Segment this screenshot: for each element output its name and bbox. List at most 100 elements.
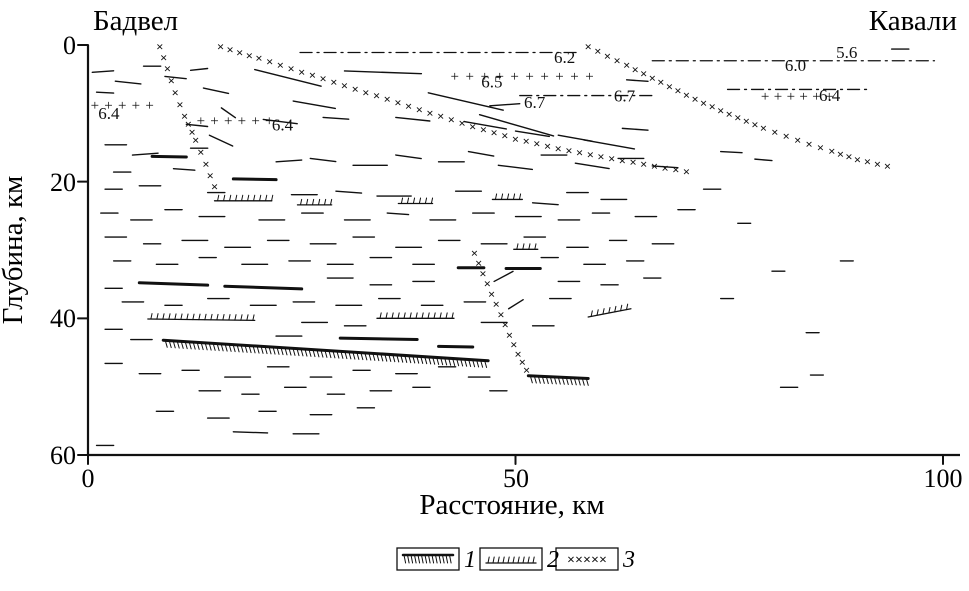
tick-mark bbox=[500, 193, 504, 200]
fault-cross: × bbox=[394, 95, 401, 110]
tick-mark bbox=[204, 313, 207, 321]
tick-mark bbox=[534, 243, 537, 250]
hatch-tick bbox=[188, 341, 192, 350]
reflector-segment bbox=[720, 150, 743, 154]
tick-mark bbox=[217, 194, 220, 202]
hatch-tick bbox=[484, 359, 488, 368]
plus-symbol: + bbox=[132, 98, 140, 114]
fault-cross: × bbox=[884, 159, 891, 174]
hatch-tick bbox=[416, 355, 420, 364]
fault-cross: × bbox=[502, 317, 509, 332]
hatch-tick bbox=[264, 346, 268, 355]
legend-tick-mark bbox=[512, 556, 515, 564]
fault-cross: × bbox=[246, 48, 253, 63]
plus-symbol: + bbox=[540, 69, 548, 85]
legend-hatch-tick bbox=[417, 554, 421, 564]
velocity-label: 5.6 bbox=[836, 43, 857, 62]
tick-mark bbox=[424, 197, 428, 205]
fault-cross: × bbox=[649, 70, 656, 85]
hatch-tick bbox=[332, 350, 336, 359]
fault-cross: × bbox=[497, 307, 504, 322]
hatch-tick bbox=[464, 358, 468, 367]
fault-cross: × bbox=[817, 140, 824, 155]
plus-symbol: + bbox=[210, 114, 218, 130]
tick-mark bbox=[168, 313, 171, 320]
velocity-label: 6.7 bbox=[614, 87, 636, 106]
fault-cross: × bbox=[805, 136, 812, 151]
fault-cross: × bbox=[341, 78, 348, 93]
reflector-segment bbox=[514, 130, 550, 138]
fault-cross: × bbox=[319, 71, 326, 86]
reflector-segments bbox=[91, 48, 910, 447]
tick-mark bbox=[241, 194, 244, 202]
fault-cross: × bbox=[726, 107, 733, 122]
tick-mark bbox=[379, 312, 382, 319]
tick-mark bbox=[518, 193, 522, 200]
hatch-tick bbox=[356, 351, 360, 360]
tick-mark bbox=[400, 197, 404, 205]
plus-symbol: + bbox=[799, 89, 807, 105]
fault-cross: × bbox=[207, 168, 214, 183]
hatch-tick bbox=[352, 351, 356, 360]
reflector-segment bbox=[754, 158, 773, 162]
hatch-tick bbox=[336, 350, 340, 359]
fault-cross: × bbox=[837, 146, 844, 161]
fault-cross: × bbox=[522, 134, 529, 149]
legend-hatch-tick bbox=[435, 554, 438, 564]
y-tick-label: 0 bbox=[63, 31, 76, 60]
hatch-tick bbox=[364, 352, 368, 361]
tick-mark bbox=[192, 313, 195, 321]
legend-item-number: 1 bbox=[464, 547, 476, 573]
velocity-label: 6.4 bbox=[98, 104, 120, 123]
fault-cross: × bbox=[469, 119, 476, 134]
tick-mark bbox=[516, 243, 519, 250]
legend-hatch-tick bbox=[449, 554, 452, 564]
legend-tick-mark bbox=[497, 556, 500, 564]
hatch-tick bbox=[256, 345, 260, 354]
hatch-tick bbox=[324, 349, 328, 358]
hatch-tick bbox=[376, 353, 380, 362]
legend-symbol-box bbox=[396, 547, 460, 571]
plus-symbol: + bbox=[585, 69, 593, 85]
fault-cross: × bbox=[845, 149, 852, 164]
plus-symbol: + bbox=[510, 69, 518, 85]
fault-cross: × bbox=[160, 50, 167, 65]
reflector-segment bbox=[95, 91, 115, 94]
fault-cross: × bbox=[651, 158, 658, 173]
hatch-tick bbox=[452, 357, 456, 366]
hatch-tick bbox=[565, 376, 569, 385]
reflector-segment bbox=[463, 120, 508, 130]
hatched-boundary-lines bbox=[161, 338, 590, 386]
x-axis-title: Расстояние, км bbox=[419, 489, 604, 521]
hatch-tick bbox=[164, 339, 168, 348]
hatch-tick bbox=[244, 344, 248, 353]
fault-cross: × bbox=[629, 155, 636, 170]
fault-cross: × bbox=[490, 125, 497, 140]
reflector-segment bbox=[338, 336, 419, 341]
legend-tick-mark bbox=[532, 556, 535, 564]
reflector-segment bbox=[322, 116, 350, 120]
hatch-tick bbox=[388, 353, 392, 362]
hatch-tick bbox=[296, 348, 300, 357]
hatch-tick bbox=[537, 375, 541, 384]
tick-mark bbox=[512, 193, 516, 200]
fault-cross: × bbox=[168, 73, 175, 88]
reflector-segment bbox=[427, 92, 504, 111]
velocity-label: 6.0 bbox=[785, 56, 806, 75]
fault-cross: × bbox=[683, 87, 690, 102]
hatch-tick bbox=[360, 352, 364, 361]
fault-cross: × bbox=[512, 131, 519, 146]
hatch-tick bbox=[328, 350, 332, 359]
hatch-tick bbox=[308, 348, 312, 357]
fault-cross: × bbox=[506, 327, 513, 342]
tick-mark bbox=[240, 314, 243, 321]
tick-mark bbox=[506, 193, 510, 200]
hatch-tick bbox=[280, 347, 284, 356]
fault-cross: × bbox=[185, 117, 192, 132]
hatch-tick bbox=[220, 343, 224, 352]
fault-cross: × bbox=[484, 276, 491, 291]
hatch-tick bbox=[268, 346, 272, 355]
reflector-segment bbox=[164, 75, 187, 80]
hatch-tick bbox=[533, 375, 537, 384]
legend-tick-mark bbox=[517, 556, 520, 564]
